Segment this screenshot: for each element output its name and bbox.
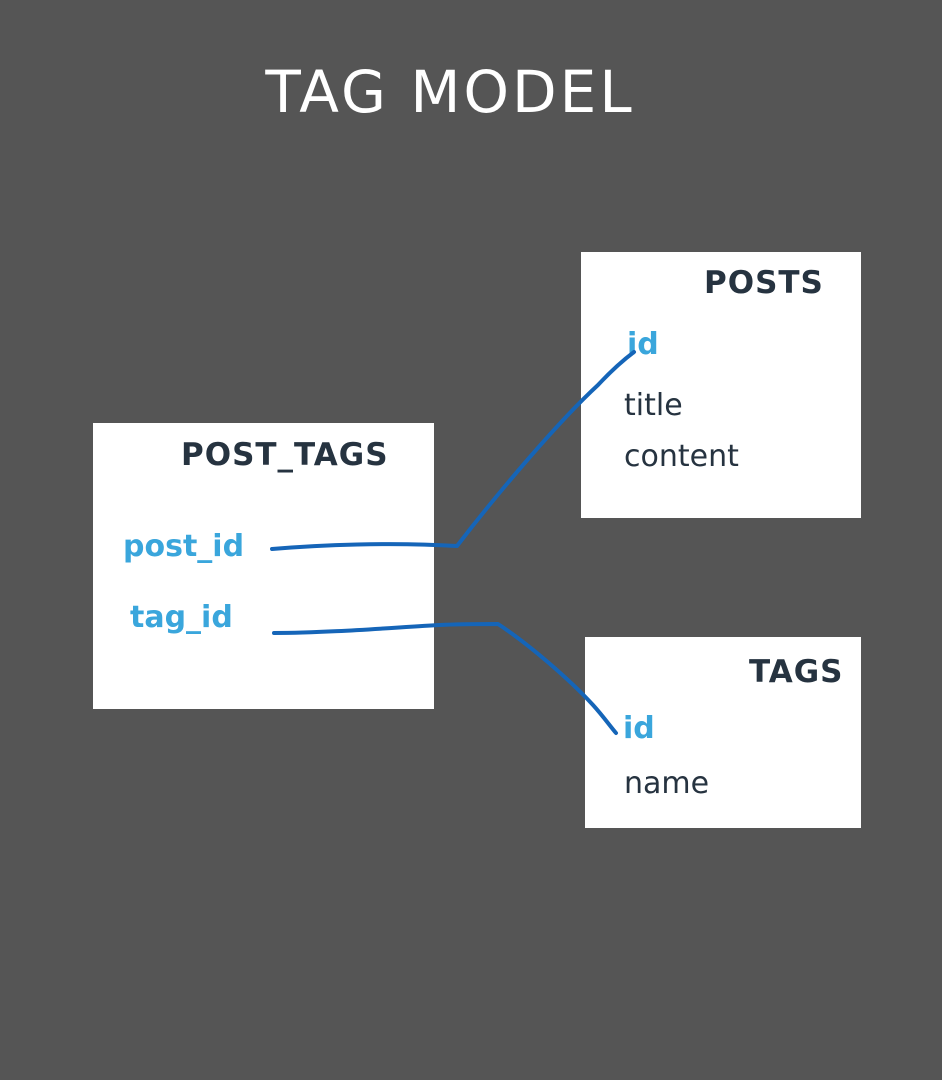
tag-id-field: tag_id — [130, 600, 233, 635]
page-title: TAG MODEL — [265, 58, 635, 126]
tags-table: TAGS id name — [585, 637, 861, 828]
post-tags-table-name: POST_TAGS — [181, 437, 389, 473]
posts-table-name: POSTS — [704, 265, 824, 301]
tags-id-field: id — [623, 711, 655, 746]
posts-content-field: content — [624, 439, 739, 474]
tags-table-name: TAGS — [749, 654, 844, 690]
post-tags-table: POST_TAGS post_id tag_id — [93, 423, 434, 709]
posts-table: POSTS id title content — [581, 252, 861, 518]
post-id-field: post_id — [123, 529, 245, 564]
tags-name-field: name — [624, 766, 710, 801]
posts-title-field: title — [624, 388, 683, 423]
posts-id-field: id — [627, 327, 659, 362]
